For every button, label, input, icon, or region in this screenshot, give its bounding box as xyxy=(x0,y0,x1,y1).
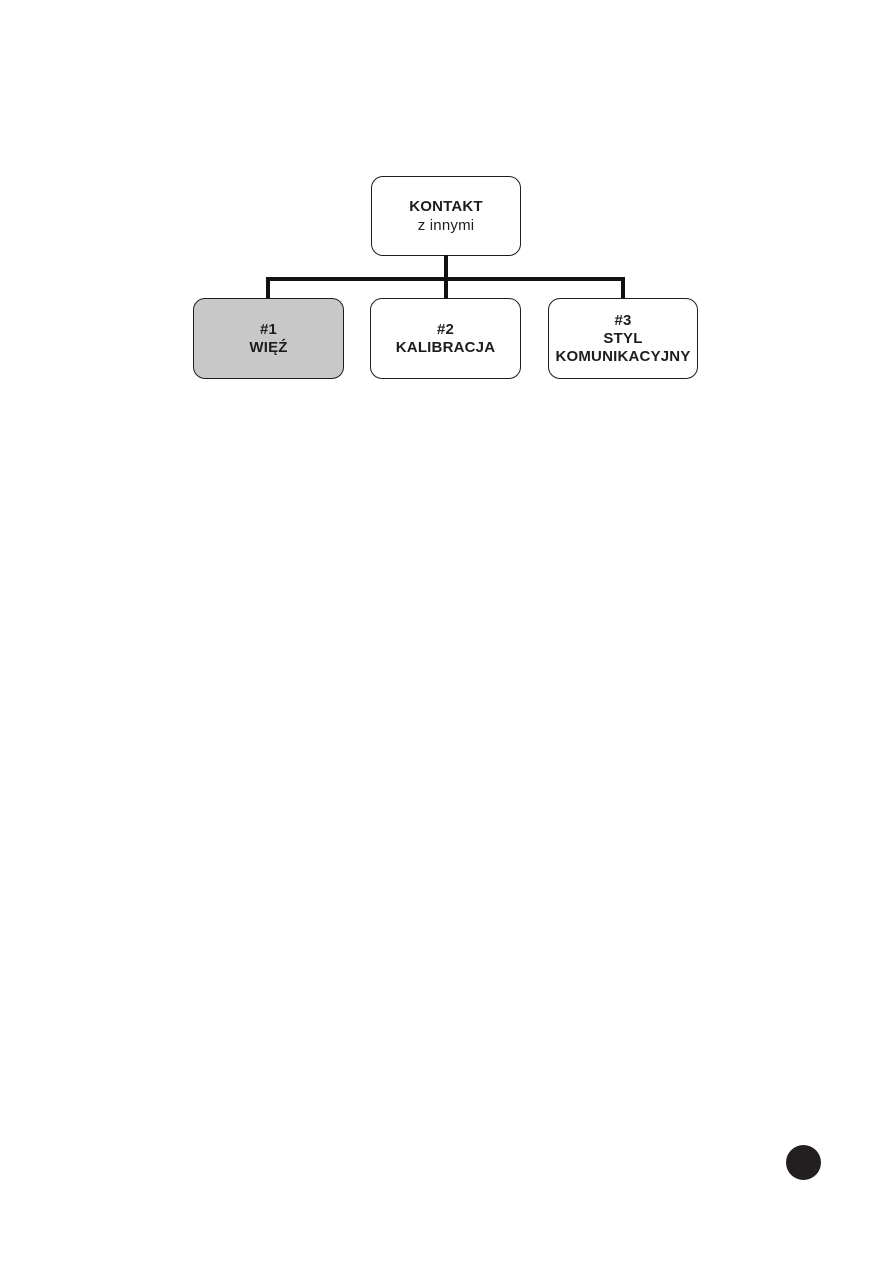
root-node-subtitle: z innymi xyxy=(417,217,475,234)
connector-drop-child-2 xyxy=(444,277,448,299)
connector-root-stem xyxy=(444,255,448,281)
page-number-marker-circle xyxy=(786,1145,821,1180)
root-node-kontakt: KONTAKT z innymi xyxy=(371,176,521,256)
root-node-title: KONTAKT xyxy=(409,198,483,215)
child-node-label2: KOMUNIKACYJNY xyxy=(555,347,691,365)
connector-drop-child-1 xyxy=(266,277,270,299)
child-node-number: #2 xyxy=(436,320,455,338)
child-node-styl-komunikacyjny: #3 STYL KOMUNIKACYJNY xyxy=(548,298,698,379)
child-node-kalibracja: #2 KALIBRACJA xyxy=(370,298,521,379)
child-node-number: #3 xyxy=(614,311,632,329)
child-node-label: KALIBRACJA xyxy=(395,338,496,356)
child-node-wiez: #1 WIĘŹ xyxy=(193,298,344,379)
child-node-label: WIĘŹ xyxy=(249,338,288,356)
child-node-label: STYL xyxy=(603,329,643,347)
connector-drop-child-3 xyxy=(621,277,625,299)
child-node-number: #1 xyxy=(259,320,278,338)
